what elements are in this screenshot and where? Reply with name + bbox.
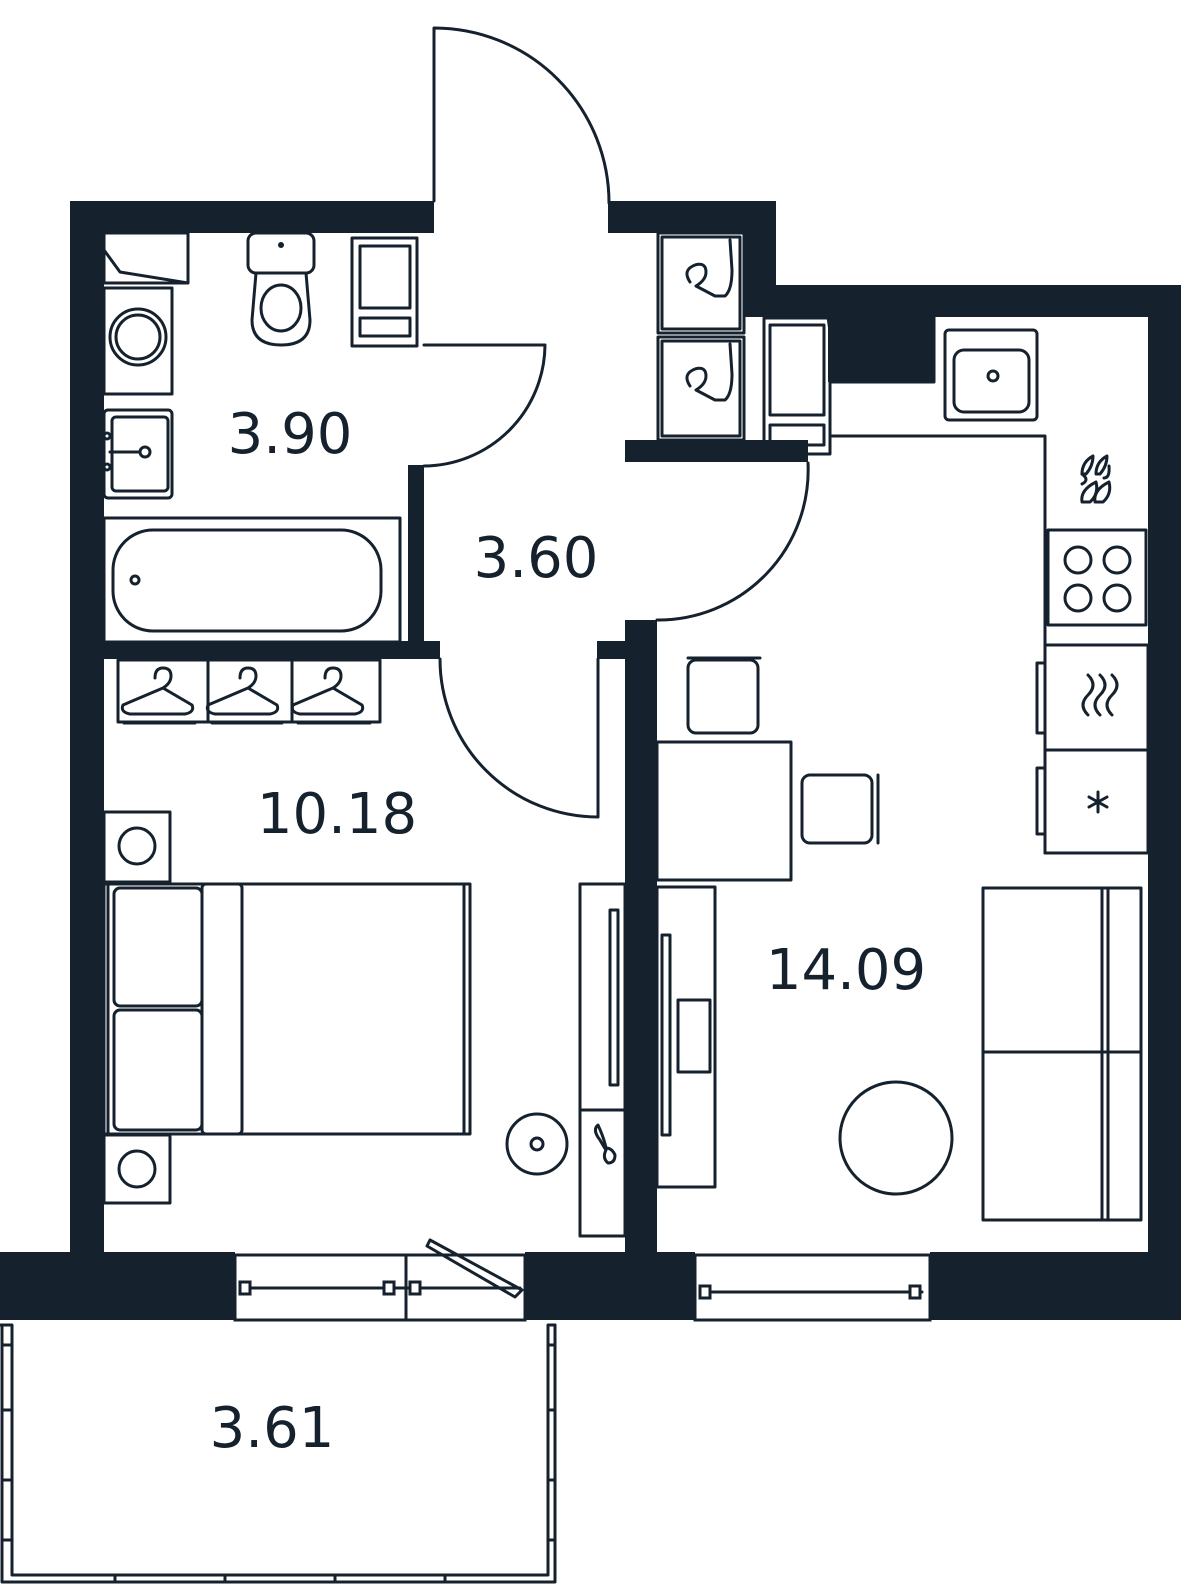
kitchen-door (655, 461, 810, 622)
hanger-icon (120, 666, 197, 725)
chair-icon (686, 656, 762, 735)
bedroom-area: 10.18 (257, 782, 417, 847)
vent-box (102, 231, 190, 285)
nightstand-icon (102, 810, 172, 884)
faucet-drops (1080, 454, 1112, 504)
toilet-icon (246, 231, 316, 347)
oven-icon (1035, 643, 1150, 752)
bathroom-fixtures (102, 231, 419, 644)
hanger-icon (205, 666, 284, 725)
chair-icon (800, 773, 880, 845)
hallway-area: 3.60 (474, 526, 599, 591)
bathroom-door (422, 343, 547, 468)
nightstand-icon (102, 1133, 172, 1205)
doors[interactable] (422, 26, 810, 819)
hallway-fixtures (656, 231, 746, 442)
walls (0, 201, 1181, 1320)
boiler (826, 315, 919, 362)
balcony (0, 1323, 557, 1584)
bedroom-door (438, 657, 600, 819)
bed-icon (102, 882, 472, 1136)
kitchen-living-area: 14.09 (766, 938, 926, 1003)
kitchen-sink-icon (943, 328, 1039, 422)
sink-icon (102, 408, 174, 500)
balcony-area: 3.61 (210, 1396, 335, 1461)
round-table-icon (838, 1080, 954, 1196)
windows (233, 1238, 932, 1322)
floor-lamp-icon (505, 1112, 569, 1176)
tv-stand-icon (655, 885, 717, 1189)
hanger-icon (656, 335, 746, 442)
fridge-icon (1035, 748, 1150, 855)
kitchen-furniture (655, 315, 1150, 1222)
wardrobe (116, 658, 382, 725)
tv-stand-icon (578, 882, 627, 1238)
balcony-door-leaf (425, 1238, 524, 1299)
stove-icon (1046, 528, 1148, 627)
dishwasher-panel (762, 316, 832, 456)
dining-table-icon (655, 740, 793, 882)
sofa-icon (981, 886, 1143, 1222)
area-labels: 3.90 3.60 10.18 14.09 3.61 (210, 402, 927, 1461)
bathroom-area: 3.90 (228, 402, 353, 467)
bathtub-icon (102, 516, 402, 644)
hanger-icon (656, 231, 746, 335)
bedroom-furniture (102, 810, 627, 1238)
hanger-icon (290, 666, 372, 725)
washing-machine-icon (102, 286, 174, 396)
shower-panel (350, 236, 419, 348)
entrance-door (432, 26, 611, 205)
kitchen-window (693, 1253, 932, 1322)
countertop (828, 315, 1150, 855)
